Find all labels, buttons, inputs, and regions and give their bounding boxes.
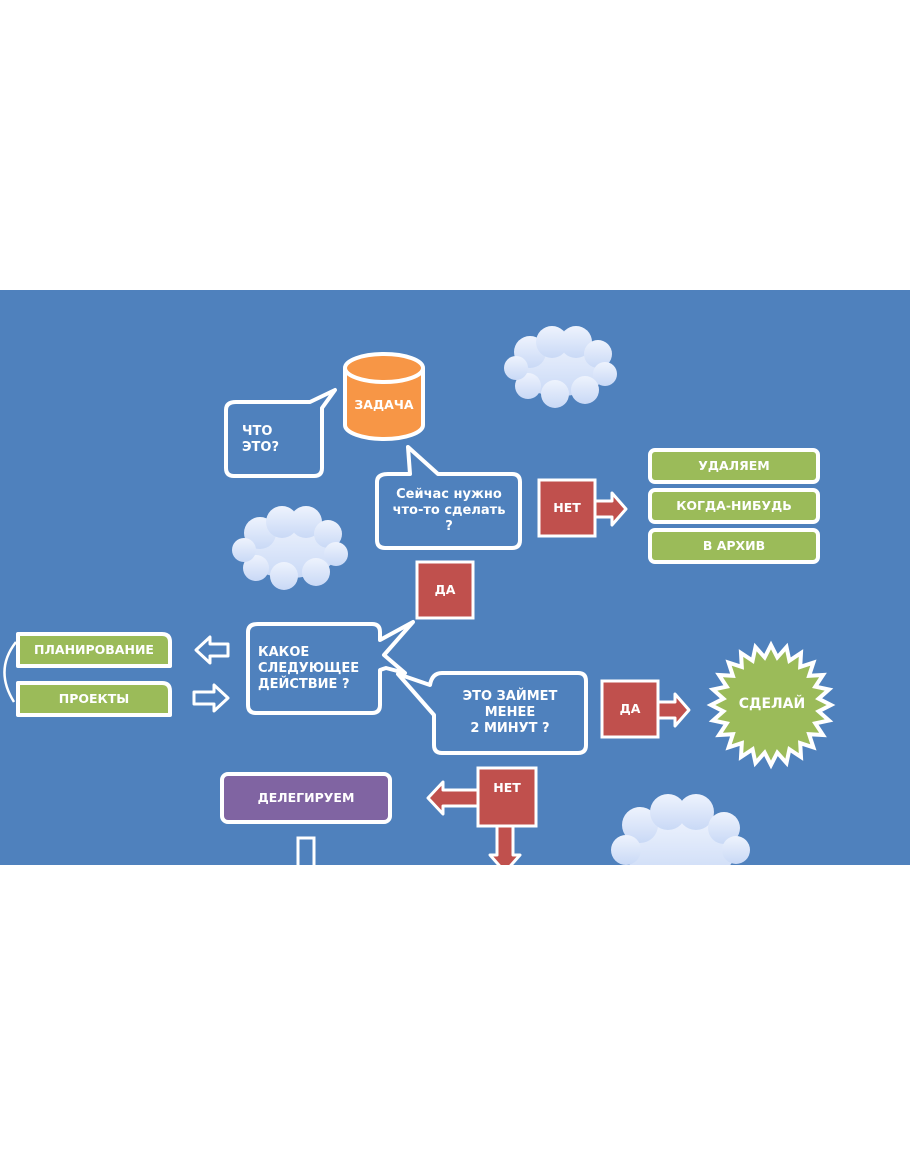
cloud-bottom-right bbox=[611, 794, 750, 865]
someday-box bbox=[648, 488, 820, 524]
arrow-right-hollow-icon bbox=[192, 683, 230, 713]
projects-label: ПРОЕКТЫ bbox=[58, 691, 130, 707]
flowchart-svg bbox=[3, 326, 836, 865]
what-is-it-label: ЧТО ЭТО? bbox=[242, 423, 280, 455]
no-label-1: НЕТ bbox=[553, 500, 581, 516]
cloud-left bbox=[232, 506, 348, 590]
two-minutes-label: ЭТО ЗАЙМЕТ МЕНЕЕ 2 МИНУТ ? bbox=[462, 688, 558, 737]
yes-box-1 bbox=[415, 560, 475, 620]
projects-box bbox=[16, 681, 172, 717]
task-cylinder bbox=[343, 352, 425, 441]
arrow-down-hollow-icon bbox=[296, 836, 316, 865]
what-is-it-bubble bbox=[224, 388, 337, 478]
no-label-2: НЕТ bbox=[493, 780, 521, 796]
yes-label-2: ДА bbox=[619, 701, 641, 717]
flowchart-canvas: ЗАДАЧА ЧТО ЭТО? Сейчас нужно что-то сдел… bbox=[0, 290, 910, 865]
delete-label: УДАЛЯЕМ bbox=[698, 458, 770, 474]
delegate-box bbox=[220, 772, 392, 824]
cloud-top-right bbox=[504, 326, 617, 408]
task-label: ЗАДАЧА bbox=[354, 397, 414, 413]
two-minutes-bubble bbox=[396, 671, 588, 755]
next-action-label: КАКОЕ СЛЕДУЮЩЕЕ ДЕЙСТВИЕ ? bbox=[258, 644, 360, 693]
yes-box-2 bbox=[600, 679, 691, 739]
archive-label: В АРХИВ bbox=[702, 538, 766, 554]
next-action-bubble bbox=[246, 620, 415, 715]
no-box-1 bbox=[537, 478, 628, 538]
yes-label-1: ДА bbox=[434, 582, 456, 598]
delete-box bbox=[648, 448, 820, 484]
someday-label: КОГДА-НИБУДЬ bbox=[676, 498, 792, 514]
arrow-left-hollow-icon bbox=[194, 635, 230, 665]
no-box-2 bbox=[426, 766, 538, 865]
cycle-connector bbox=[3, 641, 17, 703]
planning-box bbox=[16, 632, 172, 668]
archive-box bbox=[648, 528, 820, 564]
delegate-label: ДЕЛЕГИРУЕМ bbox=[257, 790, 355, 806]
do-it-label: СДЕЛАЙ bbox=[738, 696, 806, 713]
need-action-label: Сейчас нужно что-то сделать ? bbox=[392, 486, 506, 535]
do-it-starburst bbox=[706, 640, 836, 770]
need-action-bubble bbox=[375, 445, 522, 550]
planning-label: ПЛАНИРОВАНИЕ bbox=[34, 642, 154, 658]
